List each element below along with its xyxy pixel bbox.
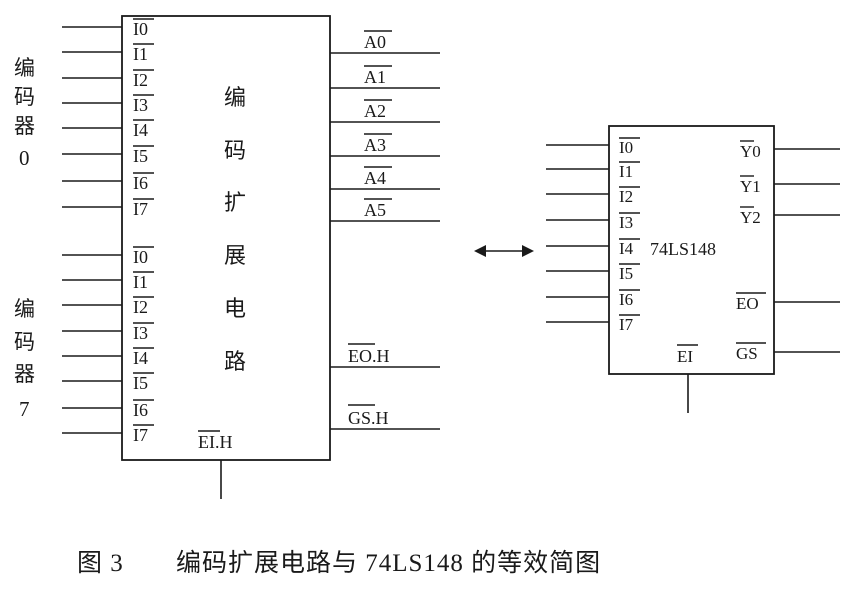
chip-pin-label: I2	[619, 187, 633, 206]
chip-input-labels: I0 I1 I2 I3 I4 I5 I6 I7	[619, 137, 640, 334]
expander-output-label: A4	[364, 168, 386, 188]
expander-output-leads	[330, 52, 440, 222]
chip-pin-label: I5	[619, 264, 633, 283]
chip-ei-label: EI	[677, 347, 693, 366]
expander-pin-label: I7	[133, 425, 148, 445]
expander-box	[121, 15, 331, 461]
chip-pin-label: I3	[619, 213, 633, 232]
expander-output-labels: A0 A1 A2 A3 A4 A5	[364, 30, 392, 220]
expander-pin-label: I6	[133, 173, 148, 193]
expander-input-labels-group-7: I0 I1 I2 I3 I4 I5 I6 I7	[133, 246, 154, 445]
encoder-7-char: 编	[14, 297, 35, 321]
chip-74ls148-box	[608, 125, 775, 375]
chip-eo-label: EO	[736, 294, 759, 313]
expander-pin-label: I6	[133, 400, 148, 420]
encoder-7-char: 器	[14, 362, 35, 386]
expander-input-leads-group-7	[62, 254, 122, 434]
chip-output-labels: Y0 Y1 Y2 EO GS	[736, 140, 766, 363]
expander-pin-label: I2	[133, 70, 148, 90]
expander-title-char: 扩	[224, 190, 246, 215]
expander-eo-label: EO.H	[348, 346, 390, 366]
expander-pin-label: I5	[133, 373, 148, 393]
encoder-7-label: 编 码 器 7	[14, 297, 35, 421]
expander-output-label: A0	[364, 32, 386, 52]
equivalence-double-arrow	[474, 245, 534, 257]
expander-ei-label: EI.H	[198, 432, 233, 452]
expander-output-label: A5	[364, 200, 386, 220]
encoder-7-char: 码	[14, 330, 35, 354]
expander-input-leads-group-0	[62, 26, 122, 208]
expander-title-char: 路	[224, 349, 246, 374]
figure-caption: 编码扩展电路与 74LS148 的等效简图	[176, 549, 601, 577]
expander-pin-label: I1	[133, 44, 148, 64]
expander-output-label: A3	[364, 135, 386, 155]
expander-title-char: 编	[224, 85, 246, 110]
chip-pin-label: I6	[619, 290, 633, 309]
chip-output-label: Y1	[740, 177, 761, 196]
encoder-0-char: 码	[14, 85, 35, 109]
encoder-7-char: 7	[19, 397, 30, 421]
chip-output-label: Y0	[740, 142, 761, 161]
expander-output-label: A1	[364, 67, 386, 87]
expander-pin-label: I3	[133, 95, 148, 115]
encoder-0-char: 编	[14, 56, 35, 80]
encoder-0-char: 器	[14, 114, 35, 138]
expander-input-labels-group-0: I0 I1 I2 I3 I4 I5 I6 I7	[133, 18, 154, 219]
expander-pin-label: I2	[133, 297, 148, 317]
chip-pin-label: I7	[619, 315, 634, 334]
expander-title-char: 展	[224, 243, 246, 268]
expander-pin-label: I0	[133, 19, 148, 39]
chip-gs-label: GS	[736, 344, 758, 363]
chip-pin-label: I4	[619, 239, 634, 258]
chip-input-leads	[546, 144, 609, 323]
expander-pin-label: I7	[133, 199, 148, 219]
expander-pin-label: I4	[133, 348, 148, 368]
expander-pin-label: I5	[133, 146, 148, 166]
encoder-0-label: 编 码 器 0	[14, 56, 35, 170]
expander-pin-label: I0	[133, 247, 148, 267]
expander-title-char: 码	[224, 138, 246, 163]
expander-pin-label: I3	[133, 323, 148, 343]
expander-title-char: 电	[224, 296, 246, 321]
chip-name: 74LS148	[650, 239, 716, 259]
encoder-0-char: 0	[19, 146, 30, 170]
expander-gs-label: GS.H	[348, 408, 389, 428]
chip-output-leads	[774, 148, 840, 353]
expander-pin-label: I1	[133, 272, 148, 292]
expander-pin-label: I4	[133, 120, 148, 140]
chip-pin-label: I0	[619, 138, 633, 157]
chip-pin-label: I1	[619, 162, 633, 181]
expander-title: 编 码 扩 展 电 路	[224, 85, 246, 374]
expander-output-label: A2	[364, 101, 386, 121]
figure-number: 图 3	[77, 550, 124, 577]
chip-output-label: Y2	[740, 208, 761, 227]
